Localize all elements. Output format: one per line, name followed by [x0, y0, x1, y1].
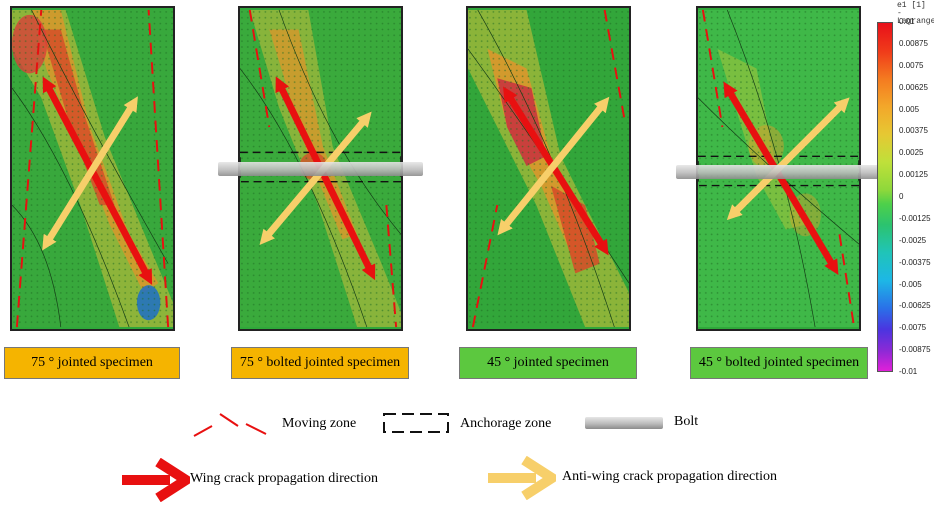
- colorbar-tick-label: -0.005: [899, 279, 922, 289]
- bolt-45: [676, 165, 881, 179]
- anti-wing-crack-label: Anti-wing crack propagation direction: [562, 469, 777, 484]
- colorbar-tick-label: 0.0025: [899, 148, 924, 158]
- strain-map-75-jointed: [12, 9, 173, 328]
- colorbar-tick-label: 0.0075: [899, 60, 924, 70]
- anti-wing-crack-arrow: [259, 111, 372, 245]
- anchorage-zone-legend-icon: [383, 413, 449, 433]
- specimen-panel-45-jointed: [466, 6, 631, 331]
- colorbar-tick-label: 0.00375: [899, 126, 928, 136]
- anti-wing-crack-arrow: [497, 96, 610, 236]
- colorbar-tick-label: 0.00875: [899, 38, 928, 48]
- wing-crack-legend-arrow: [122, 458, 190, 502]
- specimen-label-45-bolted: 45 ° bolted jointed specimen: [690, 347, 868, 379]
- specimen-label-75-bolted: 75 ° bolted jointed specimen: [231, 347, 409, 379]
- anti-wing-crack-legend-arrow: [488, 456, 556, 500]
- strain-map-45-jointed: [468, 9, 629, 328]
- colorbar-tick-label: 0.00125: [899, 170, 928, 180]
- moving-zone-label: Moving zone: [282, 416, 357, 431]
- moving-zone-boundary: [147, 9, 170, 328]
- colorbar-tick-label: -0.00375: [899, 257, 931, 267]
- colorbar-tick-label: -0.0025: [899, 235, 927, 245]
- colorbar-tick-label: 0.01: [899, 17, 915, 26]
- colorbar-tick-label: -0.0075: [899, 323, 927, 333]
- specimen-panel-75-jointed: [10, 6, 175, 331]
- colorbar-tick-label: 0: [899, 192, 904, 201]
- colorbar-tick-label: 0.005: [899, 104, 920, 114]
- colorbar-tick-label: -0.01: [899, 367, 918, 376]
- bolt-label: Bolt: [674, 414, 699, 429]
- colorbar-tick-label: -0.00875: [899, 345, 931, 355]
- moving-zone-boundary: [15, 9, 43, 328]
- anti-wing-crack-arrow: [42, 96, 138, 251]
- colorbar-tick-label: -0.00125: [899, 213, 931, 223]
- anti-wing-crack-arrow: [726, 97, 850, 221]
- colorbar: [877, 22, 893, 372]
- colorbar-tick-label: -0.00625: [899, 301, 931, 311]
- anchorage-zone-label: Anchorage zone: [460, 416, 552, 431]
- bolt-legend-icon: [585, 417, 663, 429]
- moving-zone-legend-icon: [193, 413, 267, 437]
- wing-crack-label: Wing crack propagation direction: [190, 471, 378, 486]
- specimen-label-45-jointed: 45 ° jointed specimen: [459, 347, 637, 379]
- specimen-label-75-jointed: 75 ° jointed specimen: [4, 347, 180, 379]
- bolt-75: [218, 162, 423, 176]
- colorbar-tick-label: 0.00625: [899, 82, 928, 92]
- colorbar-title: e1 [1] - Lagrange: [897, 1, 934, 26]
